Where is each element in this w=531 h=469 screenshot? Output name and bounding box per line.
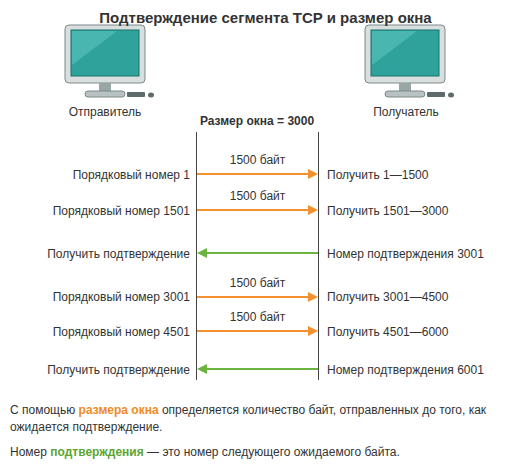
computer-icon	[65, 25, 154, 98]
message-arrow	[197, 296, 310, 298]
window-size-label: Размер окна = 3000	[200, 114, 314, 129]
receiver-event: Получить 1501—3000	[327, 204, 448, 219]
sender-event: Получить подтверждение	[47, 247, 190, 262]
sender-event: Порядковый номер 1501	[53, 204, 190, 219]
highlight-term: подтверждения	[50, 445, 143, 459]
participant-label: Отправитель	[69, 105, 142, 120]
segment-size-label: 1500 байт	[228, 153, 288, 168]
note-text: Номер	[10, 445, 47, 459]
participant-label: Получатель	[373, 105, 439, 120]
keyboard	[127, 92, 145, 97]
highlight-term: размера окна	[79, 403, 159, 417]
monitor-neck	[99, 83, 111, 91]
message-arrow	[197, 173, 310, 175]
monitor-base	[385, 91, 425, 97]
receiver-event: Получить 3001—4500	[327, 290, 448, 305]
note-text: — это номер следующего ожидаемого байта.	[147, 445, 400, 459]
message-arrow	[205, 368, 318, 370]
monitor-bezel	[365, 25, 445, 83]
sender-event: Получить подтверждение	[47, 363, 190, 378]
receiver-event: Получить 4501—6000	[327, 325, 448, 340]
sender-event: Порядковый номер 3001	[53, 290, 190, 305]
message-arrow	[197, 209, 310, 211]
message-arrow	[205, 252, 318, 254]
note-text: С помощью	[10, 403, 75, 417]
sender-event: Порядковый номер 4501	[53, 325, 190, 340]
receiver-event: Получить 1—1500	[327, 168, 428, 183]
monitor-screen	[71, 30, 139, 76]
screen-glare	[372, 31, 417, 65]
mouse	[448, 93, 454, 98]
mouse	[148, 93, 154, 98]
segment-size-label: 1500 байт	[228, 310, 288, 325]
note-paragraph: Номерподтверждения — это номер следующего…	[10, 444, 522, 461]
monitor-base	[85, 91, 125, 97]
message-arrow	[197, 330, 310, 332]
computer-icon	[365, 25, 454, 98]
monitor-bezel	[65, 25, 145, 83]
note-paragraph: С помощьюразмера окнаопределяется количе…	[10, 402, 522, 436]
segment-size-label: 1500 байт	[228, 276, 288, 291]
sender-event: Порядковый номер 1	[73, 168, 190, 183]
receiver-event: Номер подтверждения 6001	[327, 363, 484, 378]
keyboard	[427, 92, 445, 97]
receiver-event: Номер подтверждения 3001	[327, 247, 484, 262]
screen-glare	[72, 31, 117, 65]
monitor-screen	[371, 30, 439, 76]
monitor-neck	[399, 83, 411, 91]
segment-size-label: 1500 байт	[228, 189, 288, 204]
diagram-title: Подтверждение сегмента TCP и размер окна	[0, 9, 531, 27]
